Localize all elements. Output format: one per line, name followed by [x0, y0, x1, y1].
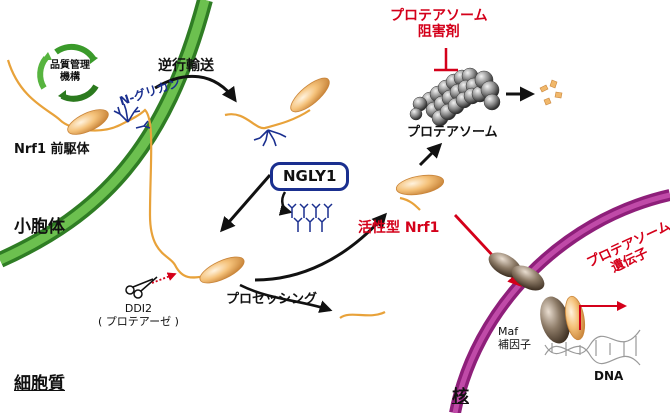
maf-protein [540, 296, 570, 344]
n-glycan-tree-2 [253, 129, 287, 147]
maf-line1: Maf [498, 325, 519, 338]
qc-badge-label: 品質管理 機構 [50, 60, 90, 83]
processing-label: プロセッシング [226, 292, 318, 307]
dna-label: DNA [594, 369, 624, 383]
retrograde-transport-label: 逆行輸送 [158, 58, 214, 74]
activation-arrow [254, 212, 387, 282]
nucleus-label: 核 [452, 387, 469, 407]
nrf1-precursor-label: Nrf1 前駆体 [14, 142, 90, 157]
qc-badge-line1: 品質管理 [50, 60, 90, 71]
processing-arrow [239, 283, 333, 313]
ddi2-line1: DDI2 [124, 302, 153, 315]
proteasome-complex [409, 67, 501, 127]
er-label: 小胞体 [14, 217, 65, 237]
retrograde-arrow [154, 74, 237, 103]
scissors-icon [125, 276, 158, 299]
ngly1-box: NGLY1 [270, 162, 350, 192]
ddi2-label: DDI2 ( プロテアーゼ ) [98, 302, 179, 328]
peptide-fragments [539, 79, 563, 106]
inhibitor-line2: 阻害剤 [417, 24, 460, 41]
proteasome-label: プロテアソーム [407, 125, 498, 140]
inhibition-bar [434, 48, 458, 72]
maf-label: Maf 補因子 [498, 325, 531, 351]
nrf1-deglycosylated [199, 256, 245, 284]
removed-glycans [287, 203, 333, 232]
maf-line2: 補因子 [498, 337, 531, 351]
precursor-chain [6, 59, 216, 279]
active-nrf1-label: 活性型 Nrf1 [358, 220, 440, 236]
to-proteasome-arrow [418, 142, 443, 167]
nrf1-precursor-protein [67, 109, 109, 135]
transcription-arrow [579, 301, 627, 330]
inhibitor-label: プロテアソーム 阻害剤 [390, 8, 488, 40]
inhibitor-line1: プロテアソーム [390, 8, 488, 24]
ngly1-label: NGLY1 [283, 167, 337, 185]
cytoplasm-label: 細胞質 [14, 374, 65, 394]
active-nrf1-protein [395, 174, 445, 196]
qc-cycle-icon [37, 43, 99, 102]
ddi2-line2: ( プロテアーゼ ) [98, 314, 179, 328]
nrf1-cytosol-protein [290, 77, 330, 113]
to-processing-arrow [220, 174, 272, 233]
qc-badge-line2: 機構 [60, 71, 80, 83]
n-glycan-tree-1 [113, 103, 151, 129]
dna-helix [544, 329, 641, 366]
